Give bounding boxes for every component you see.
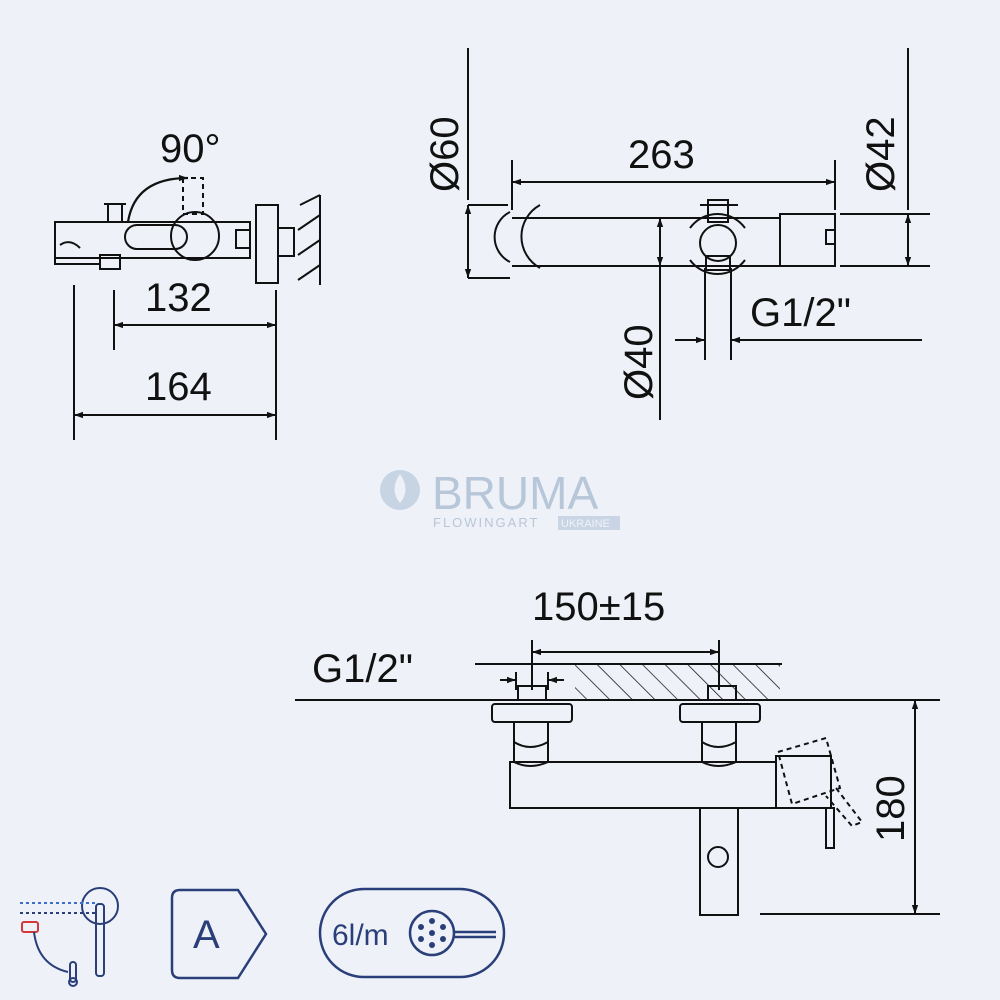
lever-knob-side [170,211,220,261]
wall-disc-front [520,204,541,269]
body-diameter-label: Ø40 [617,324,661,400]
side-view [54,174,321,285]
length-label: 263 [628,133,695,177]
watermark-brand: BRUMA [432,467,598,519]
lever-rotated-dashed [182,177,204,215]
energy-class-label: A [193,913,220,957]
install-thread-label: G1/2" [312,647,413,691]
watermark-tagline: FLOWINGART [433,515,539,530]
install-dims [500,648,919,914]
side-dims [73,285,277,440]
body-tube-front [512,217,781,267]
wall-plate-side [255,204,279,284]
front-thread-label: G1/2" [750,291,851,335]
spacing-label: 150±15 [532,585,665,629]
lever-rotated-install [776,736,864,828]
escutcheon-right [679,703,761,723]
diverter-front [699,224,737,262]
body-install [509,761,777,809]
front-dims [464,178,922,344]
thermostat-icon [81,887,119,925]
rotation-arc [126,174,189,223]
wall-hatch-side [297,194,321,285]
spout-install [699,808,739,916]
thermostat-badge [20,887,119,987]
front-view [467,48,930,420]
depth-label: 132 [145,276,212,320]
body-side [54,221,251,259]
angle-label: 90° [160,127,221,171]
energy-class-badge [170,888,268,980]
cartridge-diameter-label: Ø42 [859,116,903,192]
install-view [295,640,940,916]
flow-rate-badge [318,887,506,979]
flow-rate-label: 6l/m [332,919,389,952]
wall-hatch-install [575,664,780,700]
escutcheon-left [491,703,573,723]
lever-install [775,755,832,809]
watermark: BRUMA FLOWINGART UKRAINE [380,467,620,530]
total-depth-label: 164 [145,365,212,409]
height-label: 180 [869,775,913,842]
wall-disc-diameter-label: Ø60 [423,116,467,192]
watermark-region: UKRAINE [561,518,610,530]
